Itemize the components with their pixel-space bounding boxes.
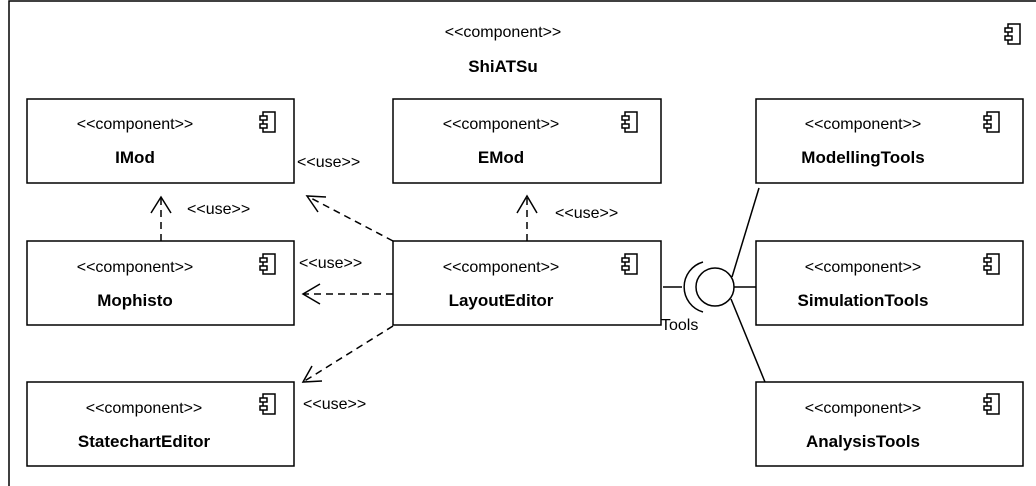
- component-stereotype: <<component>>: [805, 116, 922, 133]
- interface-label: Tools: [661, 317, 698, 334]
- relation-label: <<use>>: [297, 154, 360, 171]
- component-stereotype: <<component>>: [805, 400, 922, 417]
- component-icon: [983, 393, 1000, 415]
- component-statecharteditor[interactable]: <<component>> StatechartEditor: [26, 381, 295, 467]
- interface-tools: Tools: [661, 187, 766, 383]
- component-imod[interactable]: <<component>> IMod: [26, 98, 295, 184]
- component-icon: [983, 253, 1000, 275]
- component-stereotype: <<component>>: [77, 116, 194, 133]
- component-icon: [259, 111, 276, 133]
- component-mophisto[interactable]: <<component>> Mophisto: [26, 240, 295, 326]
- component-name: LayoutEditor: [449, 291, 554, 310]
- dependency-layout-statechart: <<use>>: [301, 325, 394, 413]
- container-name: ShiATSu: [468, 57, 538, 76]
- component-name: ModellingTools: [801, 148, 924, 167]
- component-analysistools[interactable]: <<component>> AnalysisTools: [755, 381, 1024, 467]
- relation-label: <<use>>: [187, 201, 250, 218]
- relation-label: <<use>>: [303, 396, 366, 413]
- required-socket: [683, 261, 704, 313]
- component-name: SimulationTools: [798, 291, 929, 310]
- component-stereotype: <<component>>: [443, 259, 560, 276]
- component-icon: [259, 393, 276, 415]
- component-name: Mophisto: [97, 291, 173, 310]
- component-name: AnalysisTools: [806, 432, 920, 451]
- component-stereotype: <<component>>: [805, 259, 922, 276]
- dependency-layout-emod: <<use>>: [516, 194, 618, 241]
- component-icon: [1004, 23, 1021, 45]
- component-modellingtools[interactable]: <<component>> ModellingTools: [755, 98, 1024, 184]
- provided-lollipop: [695, 267, 735, 307]
- component-simulationtools[interactable]: <<component>> SimulationTools: [755, 240, 1024, 326]
- component-layouteditor[interactable]: <<component>> LayoutEditor: [392, 240, 662, 326]
- component-stereotype: <<component>>: [77, 259, 194, 276]
- component-icon: [259, 253, 276, 275]
- component-emod[interactable]: <<component>> EMod: [392, 98, 662, 184]
- component-icon: [983, 111, 1000, 133]
- component-name: EMod: [478, 148, 524, 167]
- component-name: IMod: [115, 148, 155, 167]
- dependency-mophisto-imod: <<use>>: [150, 195, 250, 241]
- dependency-layout-mophisto: <<use>>: [299, 255, 393, 305]
- component-name: StatechartEditor: [78, 432, 211, 451]
- dependency-layout-imod: <<use>>: [297, 154, 394, 242]
- relation-label: <<use>>: [555, 205, 618, 222]
- component-icon: [621, 111, 638, 133]
- container-stereotype: <<component>>: [445, 24, 562, 41]
- relation-label: <<use>>: [299, 255, 362, 272]
- component-stereotype: <<component>>: [86, 400, 203, 417]
- component-icon: [621, 253, 638, 275]
- component-stereotype: <<component>>: [443, 116, 560, 133]
